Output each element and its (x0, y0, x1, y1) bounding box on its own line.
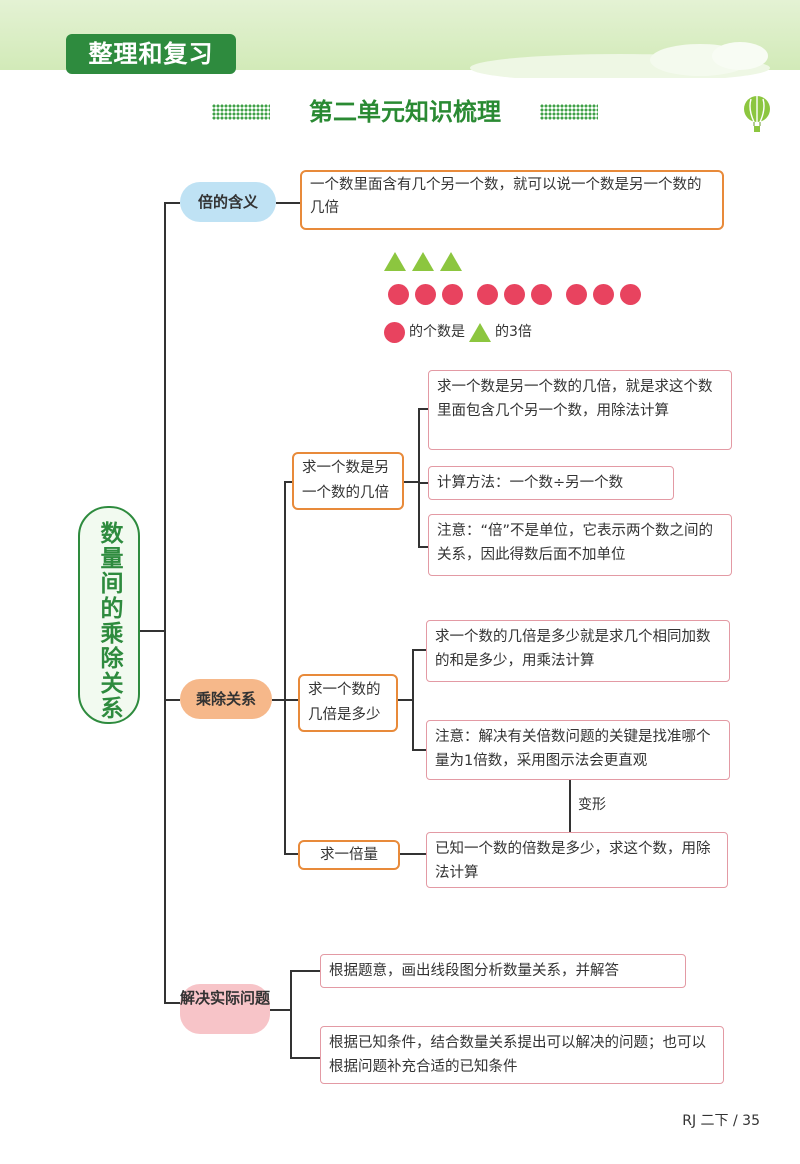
branch-multiple-of-number: 求一个数的几倍是多少 (298, 674, 398, 732)
circle-mark (566, 284, 587, 305)
cloud-decoration (470, 42, 770, 78)
category-meaning: 倍的含义 (180, 182, 276, 222)
relation-to-b1 (284, 481, 294, 483)
circle-group (477, 284, 552, 305)
circle-icon (384, 321, 405, 343)
title-dots-right (540, 104, 598, 120)
b2-trunk (412, 649, 414, 749)
triangle-icon (469, 322, 491, 342)
triangle-mark (412, 252, 434, 271)
title-dots-left (212, 104, 270, 120)
relation-trunk (284, 481, 286, 853)
caption-prefix: 的个数是 (409, 324, 465, 340)
balloon-icon (744, 96, 770, 132)
meaning-to-definition (276, 202, 300, 204)
trunk-to-meaning (164, 202, 180, 204)
section-tag: 整理和复习 (66, 34, 236, 74)
caption-suffix: 的3倍 (495, 324, 532, 340)
b3-connector (400, 853, 426, 855)
circle-group (388, 284, 463, 305)
triangle-mark (384, 252, 406, 271)
b2-to-n2 (412, 749, 426, 751)
relation-to-b2 (284, 699, 298, 701)
circle-row (388, 284, 641, 305)
circle-mark (477, 284, 498, 305)
page-title: 第二单元知识梳理 (309, 98, 501, 126)
problems-note-1: 根据题意，画出线段图分析数量关系，并解答 (320, 954, 686, 988)
trunk-to-problems (164, 1002, 180, 1004)
illustration-caption: 的个数是 的3倍 (384, 318, 584, 346)
b1-note-3: 注意：“倍”不是单位，它表示两个数之间的关系，因此得数后面不加单位 (428, 514, 732, 576)
illustration (384, 252, 684, 352)
circle-mark (504, 284, 525, 305)
problems-note-2: 根据已知条件，结合数量关系提出可以解决的问题；也可以根据问题补充合适的已知条件 (320, 1026, 724, 1084)
root-node: 数量间的乘除关系 (78, 506, 140, 724)
b1-trunk (418, 408, 420, 546)
b1-to-n2 (418, 482, 428, 484)
b1-to-n3 (418, 546, 428, 548)
problems-trunk (290, 970, 292, 1057)
branch-one-unit: 求一倍量 (298, 840, 400, 870)
transform-label: 变形 (578, 797, 606, 813)
circle-mark (388, 284, 409, 305)
b1-connector (404, 481, 418, 483)
relation-connector (272, 699, 284, 701)
circle-mark (442, 284, 463, 305)
branch-times-of-another: 求一个数是另一个数的几倍 (292, 452, 404, 510)
page-number: RJ 二下 / 35 (682, 1113, 760, 1129)
root-connector (140, 630, 164, 632)
triangle-mark (440, 252, 462, 271)
b2-note-1: 求一个数的几倍是多少就是求几个相同加数的和是多少，用乘法计算 (426, 620, 730, 682)
b2-connector (398, 699, 412, 701)
b1-note-2: 计算方法：一个数÷另一个数 (428, 466, 674, 500)
main-trunk (164, 202, 166, 1002)
category-problems: 解决实际问题 (180, 984, 270, 1034)
circle-group (566, 284, 641, 305)
problems-to-n1 (290, 970, 320, 972)
relation-to-b3 (284, 853, 298, 855)
b3-note: 已知一个数的倍数是多少，求这个数，用除法计算 (426, 832, 728, 888)
category-relation: 乘除关系 (180, 679, 272, 719)
triangle-row (384, 252, 462, 271)
definition-box: 一个数里面含有几个另一个数，就可以说一个数是另一个数的几倍 (300, 170, 724, 230)
b2-to-n1 (412, 649, 426, 651)
b1-to-n1 (418, 408, 428, 410)
problems-to-n2 (290, 1057, 320, 1059)
problems-connector (270, 1009, 290, 1011)
circle-mark (620, 284, 641, 305)
circle-mark (531, 284, 552, 305)
transform-line (569, 780, 571, 832)
circle-mark (593, 284, 614, 305)
circle-mark (415, 284, 436, 305)
b1-note-1: 求一个数是另一个数的几倍，就是求这个数里面包含几个另一个数，用除法计算 (428, 370, 732, 450)
trunk-to-relation (164, 699, 180, 701)
b2-note-2: 注意：解决有关倍数问题的关键是找准哪个量为1倍数，采用图示法会更直观 (426, 720, 730, 780)
